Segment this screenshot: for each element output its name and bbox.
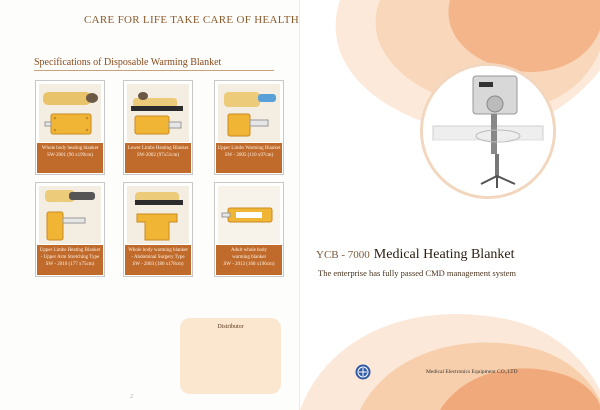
heating-unit-image (423, 66, 553, 196)
spec-title-rule (34, 70, 274, 71)
certification-subtitle: The enterprise has fully passed CMD mana… (318, 268, 517, 278)
blanket-photo (218, 84, 280, 142)
model-code: YCB - 7000 (316, 249, 370, 261)
product-card: Lower Limbs Heating Blanket SW-2002 (97x… (123, 80, 193, 175)
model-heading: YCB - 7000 Medical Heating Blanket (316, 245, 515, 263)
product-photo (420, 63, 556, 199)
blanket-photo (127, 84, 189, 142)
company-name: Medical Electronics Equipment CO.,LTD (426, 369, 518, 375)
left-page: CARE FOR LIFE TAKE CARE OF HEALTH Specif… (34, 14, 299, 400)
blanket-photo (127, 186, 189, 244)
blanket-photo (218, 186, 280, 244)
product-card: Adult whole body warming blanket SW - 20… (214, 182, 284, 277)
product-card: Whole body heating blanket SW-2001 (90 x… (35, 80, 105, 175)
product-card: Whole body warming blanket - Abdominal S… (123, 182, 193, 277)
right-page: YCB - 7000 Medical Heating Blanket The e… (300, 0, 600, 410)
product-caption: Whole body warming blanket - Abdominal S… (125, 245, 191, 275)
blanket-photo (39, 186, 101, 244)
tagline: CARE FOR LIFE TAKE CARE OF HEALTH (84, 14, 299, 26)
product-caption: Adult whole body warming blanket SW - 20… (216, 245, 282, 275)
product-caption: Lower Limbs Heating Blanket SW-2002 (97x… (125, 143, 191, 173)
product-card: Upper Limbs Heating Blanket - Upper Arm … (35, 182, 105, 277)
distributor-label: Distributor (217, 324, 244, 330)
spec-title: Specifications of Disposable Warming Bla… (34, 57, 222, 68)
product-name: Medical Heating Blanket (373, 247, 515, 262)
blanket-photo (39, 84, 101, 142)
distributor-box: Distributor (180, 318, 281, 394)
company-logo-icon (355, 364, 371, 380)
product-caption: Whole body heating blanket SW-2001 (90 x… (37, 143, 103, 173)
product-caption: Upper Limbs Heating Blanket - Upper Arm … (37, 245, 103, 275)
product-caption: Upper Limbs Warming Blanket SW - 2005 (1… (216, 143, 282, 173)
page-number: 2 (130, 394, 133, 400)
decorative-waves (300, 0, 600, 410)
product-card: Upper Limbs Warming Blanket SW - 2005 (1… (214, 80, 284, 175)
